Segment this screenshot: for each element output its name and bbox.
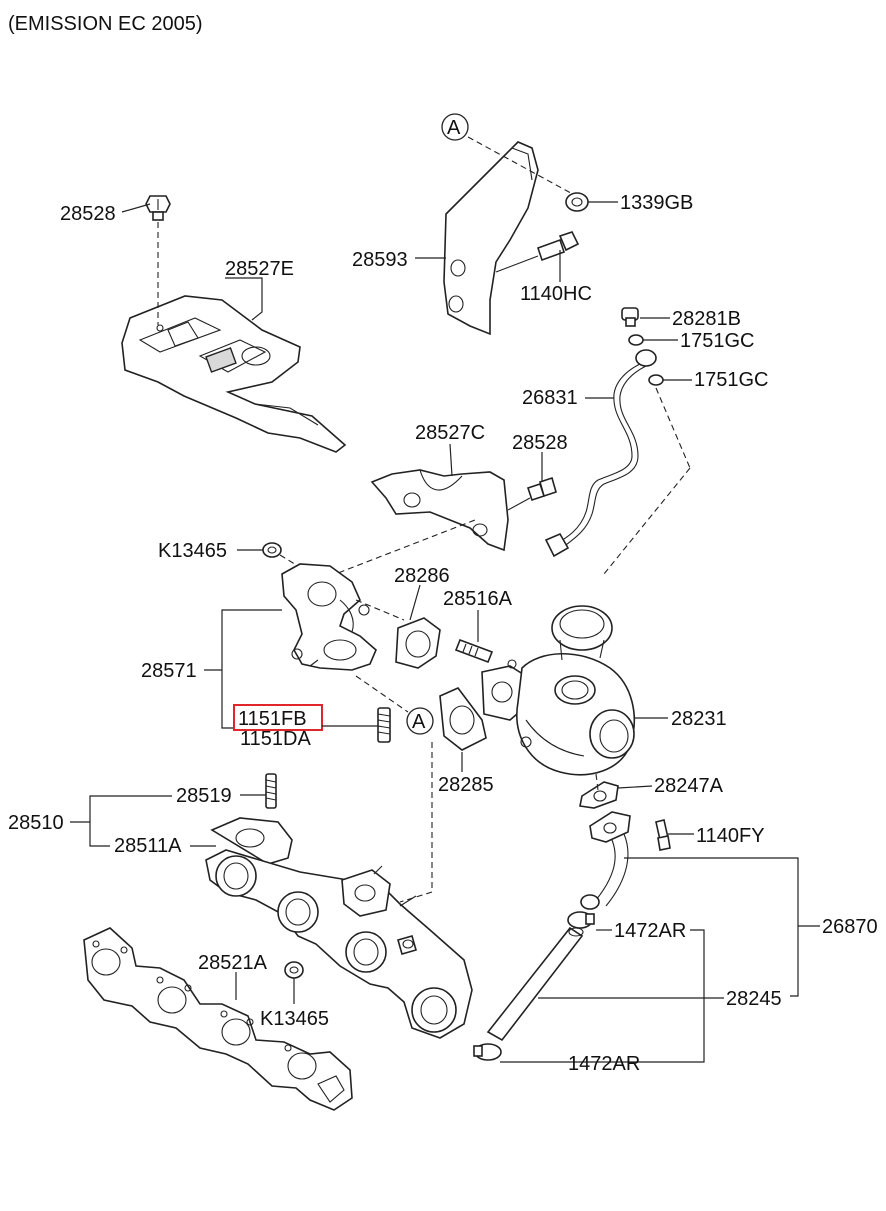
callout-A-top-text: A — [447, 117, 461, 139]
gasket-28286 — [395, 617, 441, 669]
turbocharger-28231 — [481, 605, 636, 776]
leader-28247A — [617, 785, 653, 789]
label-28519: 28519 — [176, 785, 232, 807]
leader-26870-bracket — [624, 857, 799, 997]
hose-28245 — [486, 926, 584, 1042]
label-28528-mid: 28528 — [512, 432, 568, 454]
washer-1751GC-a — [628, 334, 644, 346]
label-28527E: 28527E — [225, 258, 294, 280]
label-1472AR-top: 1472AR — [614, 920, 686, 942]
bracket-28593 — [443, 141, 539, 336]
label-1472AR-bottom: 1472AR — [568, 1053, 640, 1075]
manifold-gasket-28521A — [83, 927, 353, 1111]
oil-feed-pipe-26831 — [544, 349, 657, 558]
label-28528-top: 28528 — [60, 203, 116, 225]
label-28521A: 28521A — [198, 952, 268, 974]
leader-28527C — [449, 443, 453, 477]
nut-K13465-top — [262, 542, 282, 558]
leader-1140HC-shaft — [495, 255, 539, 273]
leader-1472AR-bracket — [500, 929, 705, 1063]
heat-shield-turbo — [370, 469, 509, 552]
label-1339GB: 1339GB — [620, 192, 693, 214]
label-1151DA: 1151DA — [240, 728, 311, 750]
gasket-28247A — [579, 781, 619, 809]
label-28593: 28593 — [352, 249, 408, 271]
dash-K13465-top — [279, 554, 299, 567]
dash-A-bracket — [467, 136, 581, 199]
label-K13465-top: K13465 — [158, 540, 227, 562]
label-28527C: 28527C — [415, 422, 485, 444]
heat-shield-upper — [121, 295, 347, 453]
dash-to-turbo — [603, 467, 691, 575]
exhaust-elbow-28571 — [281, 563, 377, 671]
bolt-28528-mid — [526, 476, 557, 502]
label-28281B: 28281B — [672, 308, 741, 330]
stud-28516A — [454, 638, 494, 664]
leader-28528-top — [121, 203, 151, 213]
label-1751GC-b: 1751GC — [694, 369, 769, 391]
header-title: (EMISSION EC 2005) — [8, 13, 203, 35]
dash-elbow-shield — [319, 519, 476, 581]
stud-28519 — [265, 773, 277, 809]
label-28286: 28286 — [394, 565, 450, 587]
dash-elbow-gasket — [355, 599, 405, 621]
dash-manifold-stud — [399, 891, 433, 903]
label-K13465-bottom: K13465 — [260, 1008, 329, 1030]
label-1751GC-a: 1751GC — [680, 330, 755, 352]
label-28510: 28510 — [8, 812, 64, 834]
label-28516A: 28516A — [443, 588, 513, 610]
nut-1339GB — [565, 192, 589, 212]
label-28285: 28285 — [438, 774, 494, 796]
bolt-28528-top — [145, 195, 171, 325]
callout-A-lower-text: A — [412, 711, 426, 733]
leader-28571-bracket — [221, 609, 282, 729]
exhaust-manifold-28511A — [205, 817, 473, 1039]
label-28511A: 28511A — [114, 835, 182, 857]
bolt-28528-mid-shaft — [507, 497, 531, 511]
label-28571: 28571 — [141, 660, 197, 682]
washer-1751GC-b — [648, 374, 664, 386]
label-1151FB: 1151FB — [238, 708, 307, 730]
label-1140HC: 1140HC — [520, 283, 592, 305]
leader-28527E — [225, 277, 263, 321]
label-28231: 28231 — [671, 708, 727, 730]
gasket-28285 — [439, 687, 487, 751]
dash-elbow-A — [355, 675, 409, 713]
label-1140FY: 1140FY — [696, 825, 765, 847]
dash-turbo-gasket — [595, 773, 599, 791]
oil-return-pipe-26870 — [580, 811, 631, 910]
leader-28286 — [409, 584, 421, 621]
label-28247A: 28247A — [654, 775, 724, 797]
highlight-1151FB — [233, 704, 323, 731]
label-26870: 26870 — [822, 916, 878, 938]
bolt-1140FY — [655, 819, 671, 851]
nut-K13465-bottom — [284, 961, 304, 979]
stud-1151FB — [377, 707, 391, 743]
label-26831: 26831 — [522, 387, 578, 409]
clamp-1472AR-top — [567, 911, 595, 929]
callout-A-lower: A — [406, 707, 434, 735]
clamp-1472AR-bottom — [473, 1043, 502, 1061]
bolt-1140HC — [536, 231, 580, 262]
label-28245: 28245 — [726, 988, 782, 1010]
dash-1751GC — [655, 387, 691, 469]
leader-28510-bracket — [89, 795, 172, 847]
callout-A-top: A — [441, 113, 469, 141]
plug-28281B — [621, 307, 639, 327]
